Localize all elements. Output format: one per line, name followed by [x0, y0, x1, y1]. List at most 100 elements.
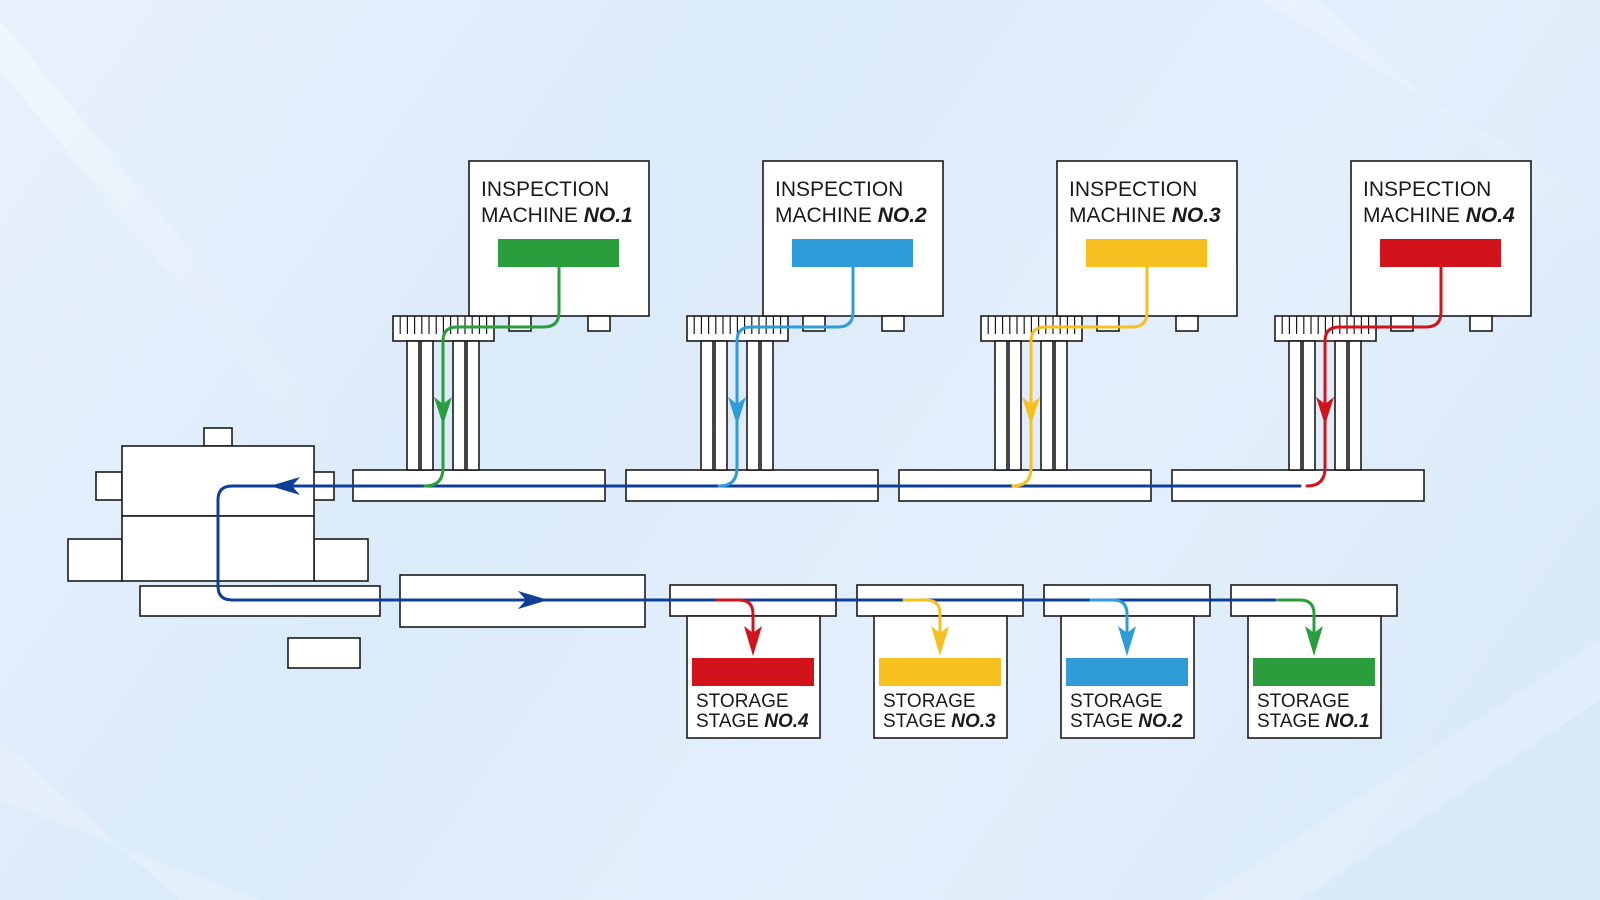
inspection-machine-1: INSPECTION MACHINE NO.1	[392, 160, 650, 471]
inspection-machine-label-line2: MACHINE NO.2	[775, 204, 927, 227]
inspection-machine-label-line2: MACHINE NO.3	[1069, 204, 1221, 227]
stage-number: NO.3	[951, 711, 996, 732]
inspection-machine-4: INSPECTION MACHINE NO.4	[1274, 160, 1532, 471]
loader-left-ear	[95, 471, 123, 501]
machine-foot	[508, 315, 532, 332]
storage-flow-arrow-3	[1118, 626, 1136, 656]
machine-foot	[1096, 315, 1120, 332]
storage-flow-line-4	[1276, 598, 1316, 634]
storage-stage-label-line1: STORAGE	[1070, 691, 1163, 712]
colored-flows	[423, 265, 1443, 656]
stage-number: NO.2	[1138, 711, 1183, 732]
machine-color-bar	[1380, 239, 1501, 267]
inspection-machine-label-line2: MACHINE NO.4	[1363, 204, 1515, 227]
inspection-machines: INSPECTION MACHINE NO.1 INSPECTION MACHINE …	[392, 160, 1532, 471]
storage-flow-arrow-2	[931, 626, 949, 656]
loader-right-block	[313, 538, 369, 582]
storage-flow-line-1	[715, 598, 755, 634]
loader-left-block	[67, 538, 123, 582]
stage-color-bar	[1253, 658, 1375, 686]
support-post	[994, 340, 1008, 471]
storage-stage-label-line2: STAGE NO.1	[1257, 711, 1370, 732]
support-post	[746, 340, 760, 471]
inspection-machine-2: INSPECTION MACHINE NO.2	[686, 160, 944, 471]
storage-flow-arrow-1	[744, 626, 762, 656]
inspection-flow-line-2	[717, 265, 855, 488]
inspection-machine-label-line1: INSPECTION	[1363, 178, 1491, 201]
machine-number: NO.3	[1172, 204, 1221, 227]
machine-foot	[1469, 315, 1493, 332]
stage-number: NO.4	[764, 711, 809, 732]
inspection-machine-box	[1350, 160, 1532, 317]
support-post	[760, 340, 774, 471]
support-post	[466, 340, 480, 471]
storage-flow-arrow-4	[1305, 626, 1323, 656]
machine-number: NO.2	[878, 204, 927, 227]
stage-number: NO.1	[1325, 711, 1369, 732]
machine-word: MACHINE	[1069, 204, 1172, 227]
storage-stage-label-line2: STAGE NO.3	[883, 711, 996, 732]
inspection-machine-3: INSPECTION MACHINE NO.3	[980, 160, 1238, 471]
loader-top-block	[203, 427, 233, 447]
support-post	[714, 340, 728, 471]
stage-word: STAGE	[883, 711, 951, 732]
stage-color-bar	[1066, 658, 1188, 686]
storage-stage-label-line2: STAGE NO.2	[1070, 711, 1183, 732]
stage-word: STAGE	[696, 711, 764, 732]
support-post	[1348, 340, 1362, 471]
storage-stage-label-line2: STAGE NO.4	[696, 711, 809, 732]
machine-foot	[802, 315, 826, 332]
stage-color-bar	[692, 658, 814, 686]
support-post	[1054, 340, 1068, 471]
support-post	[1040, 340, 1054, 471]
stage-color-bar	[879, 658, 1001, 686]
machine-word: MACHINE	[1363, 204, 1466, 227]
main-flow-line	[216, 484, 1302, 602]
support-post	[1288, 340, 1302, 471]
support-post	[1334, 340, 1348, 471]
support-post	[700, 340, 714, 471]
support-post	[452, 340, 466, 471]
support-post	[406, 340, 420, 471]
machine-color-bar	[792, 239, 913, 267]
support-post	[1008, 340, 1022, 471]
stage-word: STAGE	[1070, 711, 1138, 732]
machine-number: NO.1	[584, 204, 633, 227]
inspection-flow-arrow-1	[434, 397, 452, 425]
storage-stage-label-line1: STORAGE	[1257, 691, 1350, 712]
machine-word: MACHINE	[481, 204, 584, 227]
inspection-machine-label-line1: INSPECTION	[481, 178, 609, 201]
inspection-machine-label-line1: INSPECTION	[775, 178, 903, 201]
support-post	[420, 340, 434, 471]
storage-stage-label-line1: STORAGE	[696, 691, 789, 712]
inspection-machine-label-line2: MACHINE NO.1	[481, 204, 633, 227]
storage-stage-label-line1: STORAGE	[883, 691, 976, 712]
machine-foot	[881, 315, 905, 332]
stage-word: STAGE	[1257, 711, 1325, 732]
machine-color-bar	[1086, 239, 1207, 267]
inspection-flow-line-4	[1305, 265, 1443, 488]
machine-number: NO.4	[1466, 204, 1515, 227]
storage-flow-line-3	[1089, 598, 1129, 634]
inspection-flow-line-3	[1011, 265, 1149, 488]
support-post	[1302, 340, 1316, 471]
main-flow	[216, 477, 1302, 609]
inspection-machine-label-line1: INSPECTION	[1069, 178, 1197, 201]
inspection-flow-line-1	[423, 265, 561, 488]
main-flow-arrow-left	[270, 477, 300, 495]
storage-flow-line-2	[902, 598, 942, 634]
loader-foot-block	[287, 637, 361, 669]
machine-color-bar	[498, 239, 619, 267]
machine-foot	[1390, 315, 1414, 332]
machine-foot	[1175, 315, 1199, 332]
inspection-flow-arrow-4	[1316, 397, 1334, 425]
inspection-flow-arrow-2	[728, 397, 746, 425]
machine-foot	[587, 315, 611, 332]
machine-word: MACHINE	[775, 204, 878, 227]
main-flow-arrow-right	[518, 591, 548, 609]
inspection-flow-arrow-3	[1022, 397, 1040, 425]
